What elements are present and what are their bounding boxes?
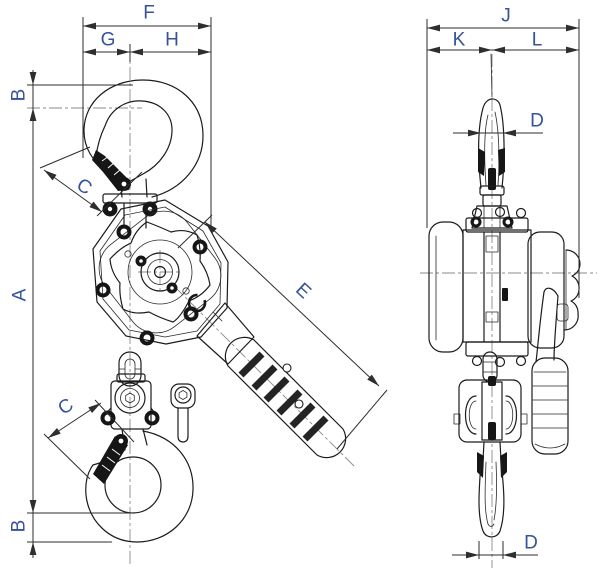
- side-body: [429, 208, 580, 367]
- dimension-label-j: J: [501, 5, 511, 27]
- top-hook: [84, 80, 203, 197]
- side-bottom-hook: [477, 442, 507, 537]
- bottom-hook-assembly: [86, 374, 193, 542]
- bottom-hook-safety-latch: [93, 434, 128, 484]
- dimension-label-d-bottom: D: [524, 532, 538, 554]
- gear-housing: [87, 199, 233, 345]
- dimension-lines: [27, 17, 579, 559]
- housing-bolts: [98, 227, 206, 344]
- side-lever-handle: [532, 288, 568, 454]
- dimension-label-a: A: [9, 288, 31, 302]
- side-view: [429, 54, 580, 537]
- top-hook-safety-latch: [92, 150, 131, 191]
- dimension-label-f: F: [143, 2, 155, 24]
- lever-handle: [197, 303, 346, 458]
- side-top-hook: [478, 54, 505, 206]
- dimension-label-g: G: [100, 29, 116, 51]
- hand-wheel: [110, 222, 210, 322]
- dimension-label-l: L: [531, 29, 543, 51]
- dimension-label-b-bottom: B: [8, 519, 30, 533]
- dimension-label-b-top: B: [8, 88, 30, 102]
- dimension-label-k: K: [452, 29, 466, 51]
- chain-end-stopper: [171, 384, 195, 442]
- load-chain-link: [119, 352, 141, 386]
- centerlines: [27, 45, 597, 568]
- side-bottom-hook-assembly: [454, 376, 527, 537]
- bottom-hook: [86, 429, 193, 542]
- dimension-label-d-top: D: [530, 110, 544, 132]
- dimension-label-h: H: [165, 29, 179, 51]
- suspension-bracket: [103, 194, 158, 228]
- front-view: [84, 80, 346, 542]
